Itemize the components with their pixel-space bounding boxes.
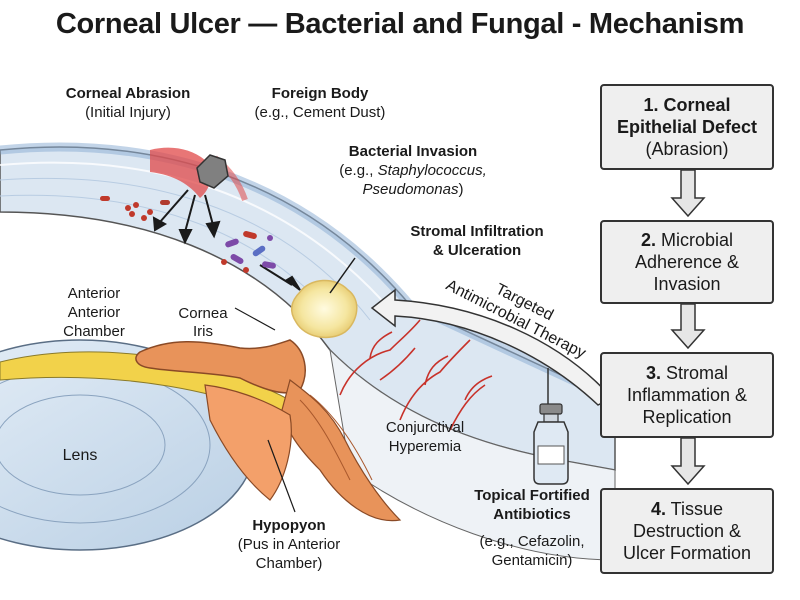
bacteria-cluster-2 [221,230,276,273]
step-4-line1: 4. Tissue [602,498,772,520]
label-foreign-body: Foreign Body (e.g., Cement Dust) [236,84,404,122]
label-stromal-line2: & Ulceration [432,242,522,259]
label-iris: Iris [193,323,213,340]
label-conjunctival-hyperemia: Conjurctival Hyperemia [370,418,480,456]
step-1-title-2: Epithelial Defect [616,117,758,137]
hypopyon [204,384,292,501]
ciliary-body [281,378,402,522]
step-3-word: Stromal [666,363,729,383]
label-anterior-line3: Chamber [63,323,125,340]
foreign-body-particle [196,154,229,189]
step-1-detail: (Abrasion) [645,139,729,159]
label-bacterial-org1: Staphylococcus, [377,162,487,179]
step-box-2: 2. Microbial Adherence & Invasion [600,220,774,304]
label-hypopyon: Hypopyon (Pus in Anterior Chamber) [214,516,364,573]
step-4-line3: Ulcer Formation [622,543,752,563]
invasion-arrows [152,189,301,291]
step-2-line3: Invasion [653,274,721,294]
label-bacterial-prefix: (e.g., [339,162,378,179]
label-topical-antibiotics: Topical Fortified Antibiotics (e.g., Cef… [452,486,612,570]
label-lens: Lens [62,447,98,464]
step-2-number: 2. [640,230,656,250]
abrasion-injury-mark [150,147,211,198]
step-4-word: Tissue [670,499,724,519]
step-2-word: Microbial [661,230,734,250]
step-1-title: 1. Corneal [643,95,731,115]
step-2-line1: 2. Microbial [602,229,772,251]
label-antibiotics-line4: Gentamicin) [491,552,573,569]
label-bacterial-invasion: Bacterial Invasion (e.g., Staphylococcus… [318,142,508,199]
label-hypopyon-title: Hypopyon [252,517,326,534]
label-hypopyon-line1: (Pus in Anterior [237,536,341,553]
step-3-line2: Inflammation & [626,385,748,405]
label-antibiotics-line1: Topical Fortified [474,487,590,504]
label-hypopyon-line2: Chamber) [255,555,323,572]
bacteria-cluster [100,196,170,221]
label-corneal-abrasion-sub: (Initial Injury) [85,104,171,121]
label-conjunctival-line1: Conjurctival [385,419,465,436]
step-3-line1: 3. Stromal [602,362,772,384]
label-corneal-abrasion-title: Corneal Abrasion [65,85,191,102]
label-foreign-body-title: Foreign Body [271,85,369,102]
step-4-number: 4. [650,499,666,519]
step-4-line2: Destruction & [632,521,742,541]
label-stromal-line1: Stromal Infiltration [410,223,544,240]
step-box-3: 3. Stromal Inflammation & Replication [600,352,774,438]
label-antibiotics-line3: (e.g., Cefazolin, [479,533,585,550]
label-anterior-chamber: Anterior Anterior Chamber [44,284,144,341]
step-box-4: 4. Tissue Destruction & Ulcer Formation [600,488,774,574]
step-3-line3: Replication [642,407,732,427]
label-foreign-body-sub: (e.g., Cement Dust) [254,104,386,121]
label-bacterial-org2: Pseudomonas [362,181,459,198]
label-anterior-line2: Anterior [67,304,121,321]
label-cornea: Cornea [178,305,228,322]
step-box-1: 1. Corneal Epithelial Defect (Abrasion) [600,84,774,170]
conjunctival-vessels [339,319,493,431]
label-bacterial-invasion-title: Bacterial Invasion [348,143,478,160]
label-corneal-abrasion: Corneal Abrasion (Initial Injury) [48,84,208,122]
label-bacterial-invasion-line1: (e.g., Staphylococcus, [318,161,508,180]
step-2-line2: Adherence & [634,252,740,272]
page-title: Corneal Ulcer — Bacterial and Fungal - M… [55,8,745,40]
label-antibiotics-line2: Antibiotics [493,506,571,523]
stromal-infiltrate [290,279,358,339]
label-anterior-line1: Anterior [67,285,121,302]
label-stromal-infiltration: Stromal Infiltration & Ulceration [392,222,562,260]
label-bacterial-invasion-line2: Pseudomonas) [318,180,508,199]
label-conjunctival-line2: Hyperemia [388,438,462,455]
flow-arrows [670,169,706,486]
therapy-arrow [370,288,614,406]
label-bacterial-suffix: ) [458,181,464,198]
antibiotic-vial-icon [533,403,569,485]
step-3-number: 3. [645,363,661,383]
